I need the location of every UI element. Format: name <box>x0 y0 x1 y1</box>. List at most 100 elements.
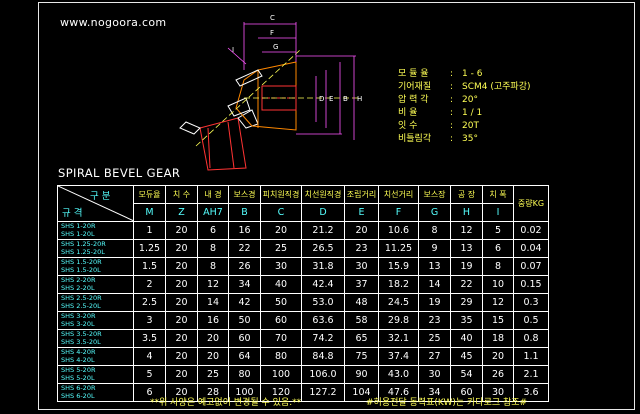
value-cell: 20 <box>165 311 198 330</box>
value-cell: 127.2 <box>301 383 345 402</box>
model-left-hand: SHS 5-20L <box>61 373 95 382</box>
value-cell: 20 <box>165 347 198 366</box>
model-right-hand: SHS 3-20R <box>61 312 96 320</box>
value-cell: 90 <box>344 365 379 384</box>
model-right-hand: SHS 2.5-20R <box>61 294 102 302</box>
model-left-hand: SHS 1.5-20L <box>61 265 101 274</box>
value-cell: 25 <box>197 365 229 384</box>
value-cell: 74.2 <box>301 329 345 348</box>
value-cell: 32.1 <box>378 329 419 348</box>
value-cell: 20 <box>165 329 198 348</box>
value-cell: 8 <box>197 239 229 258</box>
value-cell: 16 <box>228 221 261 240</box>
model-left-hand: SHS 3-20L <box>61 319 95 328</box>
value-cell: 53.0 <box>301 293 345 312</box>
gear-teeth <box>227 69 263 117</box>
value-cell: 60 <box>228 329 261 348</box>
value-cell: 12 <box>450 221 483 240</box>
value-cell: 22 <box>450 275 483 294</box>
value-cell: 23 <box>418 311 451 330</box>
col-header-symbol: F <box>378 203 419 222</box>
model-right-hand: SHS 6-20R <box>61 384 96 392</box>
corner-top-label: 구 분 <box>90 191 111 202</box>
value-cell: 20 <box>165 365 198 384</box>
value-cell: 15 <box>482 311 514 330</box>
col-header-label: 보스경 <box>228 185 261 204</box>
model-left-hand: SHS 3.5-20L <box>61 337 101 346</box>
value-cell: 29.8 <box>378 311 419 330</box>
value-cell: 8 <box>418 221 451 240</box>
value-cell: 11.25 <box>378 239 419 258</box>
value-cell: 3.6 <box>513 383 549 402</box>
value-cell: 13 <box>418 257 451 276</box>
col-header-symbol: G <box>418 203 451 222</box>
col-header-label: 피치원직경 <box>260 185 302 204</box>
value-cell: 2 <box>133 275 166 294</box>
spec-row: 잇 수:20T <box>398 121 479 131</box>
value-cell: 12 <box>482 293 514 312</box>
value-cell: 4 <box>133 347 166 366</box>
model-left-hand: SHS 1.25-20L <box>61 247 105 256</box>
model-left-hand: SHS 2-20L <box>61 283 95 292</box>
value-cell: 1.5 <box>133 257 166 276</box>
value-cell: 3.5 <box>133 329 166 348</box>
value-cell: 19 <box>450 257 483 276</box>
corner-bottom-label: 규 격 <box>62 208 83 219</box>
value-cell: 30 <box>260 257 302 276</box>
value-cell: 0.8 <box>513 329 549 348</box>
dim-letter-g: G <box>273 43 278 51</box>
dim-letter-d: D <box>319 95 324 103</box>
value-cell: 34 <box>228 275 261 294</box>
value-cell: 37.4 <box>378 347 419 366</box>
col-header-symbol: I <box>482 203 514 222</box>
value-cell: 26 <box>482 365 514 384</box>
col-header-symbol: D <box>301 203 345 222</box>
value-cell: 8 <box>197 257 229 276</box>
value-cell: 54 <box>450 365 483 384</box>
col-header-label: 치 폭 <box>482 185 514 204</box>
value-cell: 40 <box>260 275 302 294</box>
spec-panel: 모 듈 율:1 - 6 기어재질:SCM4 (고주파강) 압 력 각:20° 비… <box>398 68 531 146</box>
value-cell: 19 <box>418 293 451 312</box>
value-cell: 12 <box>197 275 229 294</box>
spec-row: 모 듈 율:1 - 6 <box>398 69 483 79</box>
value-cell: 6 <box>482 239 514 258</box>
col-header-symbol: Z <box>165 203 198 222</box>
value-cell: 3 <box>133 311 166 330</box>
footnote-spec-change: **위 사양은 예고없이 변경될 수 있음.** <box>150 398 302 408</box>
value-cell: 106.0 <box>301 365 345 384</box>
value-cell: 14 <box>197 293 229 312</box>
col-header-symbol: B <box>228 203 261 222</box>
col-header-label: 치선거리 <box>378 185 419 204</box>
value-cell: 10.6 <box>378 221 419 240</box>
value-cell: 20 <box>165 293 198 312</box>
value-cell: 0.15 <box>513 275 549 294</box>
model-left-hand: SHS 2.5-20L <box>61 301 101 310</box>
value-cell: 23 <box>344 239 379 258</box>
site-url[interactable]: www.nogoora.com <box>60 16 167 29</box>
col-header-weight: 중량KG <box>513 185 549 222</box>
model-left-hand: SHS 1-20L <box>61 229 95 238</box>
value-cell: 0.04 <box>513 239 549 258</box>
value-cell: 30 <box>344 257 379 276</box>
value-cell: 20 <box>344 221 379 240</box>
drawing-frame <box>38 2 635 410</box>
value-cell: 48 <box>344 293 379 312</box>
value-cell: 1.1 <box>513 347 549 366</box>
model-right-hand: SHS 1.5-20R <box>61 258 102 266</box>
dim-letter-c: C <box>270 14 275 22</box>
value-cell: 29 <box>450 293 483 312</box>
value-cell: 14 <box>418 275 451 294</box>
